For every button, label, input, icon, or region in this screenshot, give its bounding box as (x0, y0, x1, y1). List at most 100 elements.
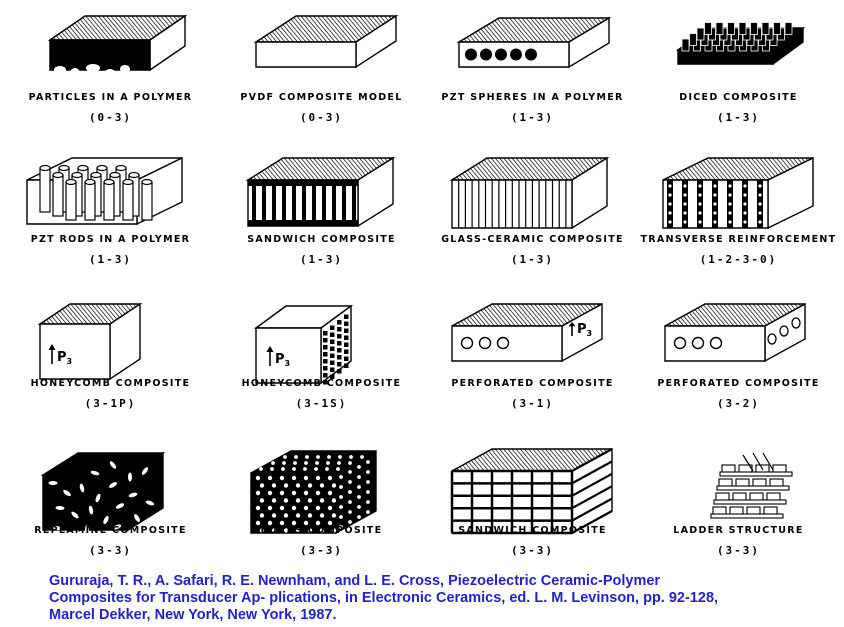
composite-figure: PVDF COMPOSITE MODEL(0-3) (216, 10, 427, 155)
composite-drawing (47, 14, 188, 85)
figure-label: DICED COMPOSITE (679, 92, 798, 103)
figure-label: GLASS-CERAMIC COMPOSITE (441, 234, 624, 245)
composite-figure: GLASS-CERAMIC COMPOSITE (1-3) (427, 152, 638, 297)
honeycomb-cell (337, 334, 342, 339)
honeycomb-cell (323, 366, 328, 371)
composite-drawing (710, 452, 793, 519)
composite-drawing (26, 156, 183, 226)
figure-label: PVDF COMPOSITE MODEL (240, 92, 403, 103)
composite-drawing (245, 156, 396, 228)
figure-label: HONEYCOMB COMPOSITE (30, 378, 191, 389)
composite-drawing (450, 447, 613, 535)
composite-drawing: P3 (253, 304, 354, 385)
pzt-rod (65, 181, 77, 221)
honeycomb-cell (330, 367, 335, 372)
honeycomb-cell (330, 325, 335, 330)
figure-label: PARTICLES IN A POLYMER (28, 92, 193, 103)
figure-label: PZT RODS IN A POLYMER (30, 234, 191, 245)
figure-label: BURPS COMPOSITE (260, 525, 383, 536)
figure-label: PERFORATED COMPOSITE (451, 378, 614, 389)
honeycomb-cell (344, 342, 349, 347)
honeycomb-cell (323, 352, 328, 357)
connectivity-code: (1-3) (510, 253, 555, 266)
honeycomb-cell (344, 328, 349, 333)
composite-figure: REPLAMINE COMPOSITE(3-3) (5, 443, 216, 588)
figure-label: HONEYCOMB COMPOSITE (241, 378, 402, 389)
pzt-rod (122, 181, 134, 221)
pzt-sphere (510, 48, 522, 61)
diced-post (696, 27, 705, 41)
connectivity-code: (3-1S) (295, 397, 348, 410)
honeycomb-cell (344, 321, 349, 326)
honeycomb-cell (337, 320, 342, 325)
citation-line-1: Gururaja, T. R., A. Safari, R. E. Newnha… (49, 573, 661, 589)
box-front-face (39, 323, 111, 380)
honeycomb-cell (323, 338, 328, 343)
figure-label: PERFORATED COMPOSITE (657, 378, 820, 389)
diced-post (738, 22, 747, 35)
composite-drawing (253, 14, 399, 69)
honeycomb-cell (337, 369, 342, 374)
citation: Gururaja, T. R., A. Safari, R. E. Newnha… (49, 573, 839, 624)
pzt-rod (84, 181, 96, 221)
citation-line-2: Composites for Transducer Ap- plications… (49, 590, 719, 606)
pzt-sphere (495, 48, 507, 61)
connectivity-code: (3-2) (716, 397, 761, 410)
pzt-rod (39, 167, 51, 213)
composite-figure: TRANSVERSE REINFORCEMENT(1-2-3-0) (633, 152, 844, 297)
connectivity-code: (1-3) (510, 111, 555, 124)
composite-drawing (456, 16, 612, 69)
figure-label: LADDER STRUCTURE (673, 525, 804, 536)
connectivity-code: (3-3) (299, 544, 344, 557)
diced-post (727, 22, 735, 35)
figure-label: SANDWICH COMPOSITE (458, 525, 607, 536)
composite-drawing (449, 156, 610, 230)
polarization-subscript: 3 (285, 359, 291, 368)
honeycomb-cell (337, 348, 342, 353)
honeycomb-cell (337, 362, 342, 367)
composite-figure: PZT RODS IN A POLYMER (1-3) (5, 152, 216, 297)
figure-label: PZT SPHERES IN A POLYMER (441, 92, 624, 103)
honeycomb-cell (344, 335, 349, 340)
diced-post (750, 22, 758, 35)
polarization-subscript: 3 (587, 329, 593, 338)
composite-drawing (662, 156, 814, 230)
composite-drawing (250, 449, 377, 535)
diced-post (784, 22, 793, 35)
connectivity-code: (0-3) (88, 111, 133, 124)
composite-drawing (40, 451, 166, 541)
box-front-face (255, 327, 322, 384)
connectivity-code: (3-3) (510, 544, 555, 557)
honeycomb-cell (337, 341, 342, 346)
composite-figure: DICED COMPOSITE(1-3) (633, 10, 844, 155)
honeycomb-cell (344, 314, 349, 319)
connectivity-code: (1-3) (88, 253, 133, 266)
composite-figure: BURPS COMPOSITE (3-3) (216, 443, 427, 588)
pzt-sphere (525, 48, 537, 61)
honeycomb-cell (330, 346, 335, 351)
polarization-subscript: 3 (67, 357, 73, 366)
honeycomb-cell (344, 349, 349, 354)
pzt-rod (141, 181, 153, 221)
diced-post (761, 22, 770, 35)
composite-figure: PARTICLES IN A POLYMER (0-3) (5, 10, 216, 155)
honeycomb-cell (337, 327, 342, 332)
diced-post (715, 22, 724, 35)
honeycomb-cell (330, 360, 335, 365)
box-front-face (255, 41, 357, 68)
connectivity-code: (3-3) (716, 544, 761, 557)
diced-post (689, 33, 697, 46)
figure-label: REPLAMINE COMPOSITE (34, 525, 187, 536)
composite-drawing: P3 (37, 302, 143, 381)
pzt-rod (52, 174, 64, 217)
composite-figure: SANDWICH COMPOSITE (3-3) (427, 443, 638, 588)
connectivity-code: (1-3) (299, 253, 344, 266)
pzt-sphere (480, 48, 492, 61)
composite-figure: SANDWICH COMPOSITE(1-3) (216, 152, 427, 297)
honeycomb-cell (323, 331, 328, 336)
citation-line-3: Marcel Dekker, New York, New York, 1987. (49, 607, 337, 623)
diced-post (681, 38, 690, 52)
